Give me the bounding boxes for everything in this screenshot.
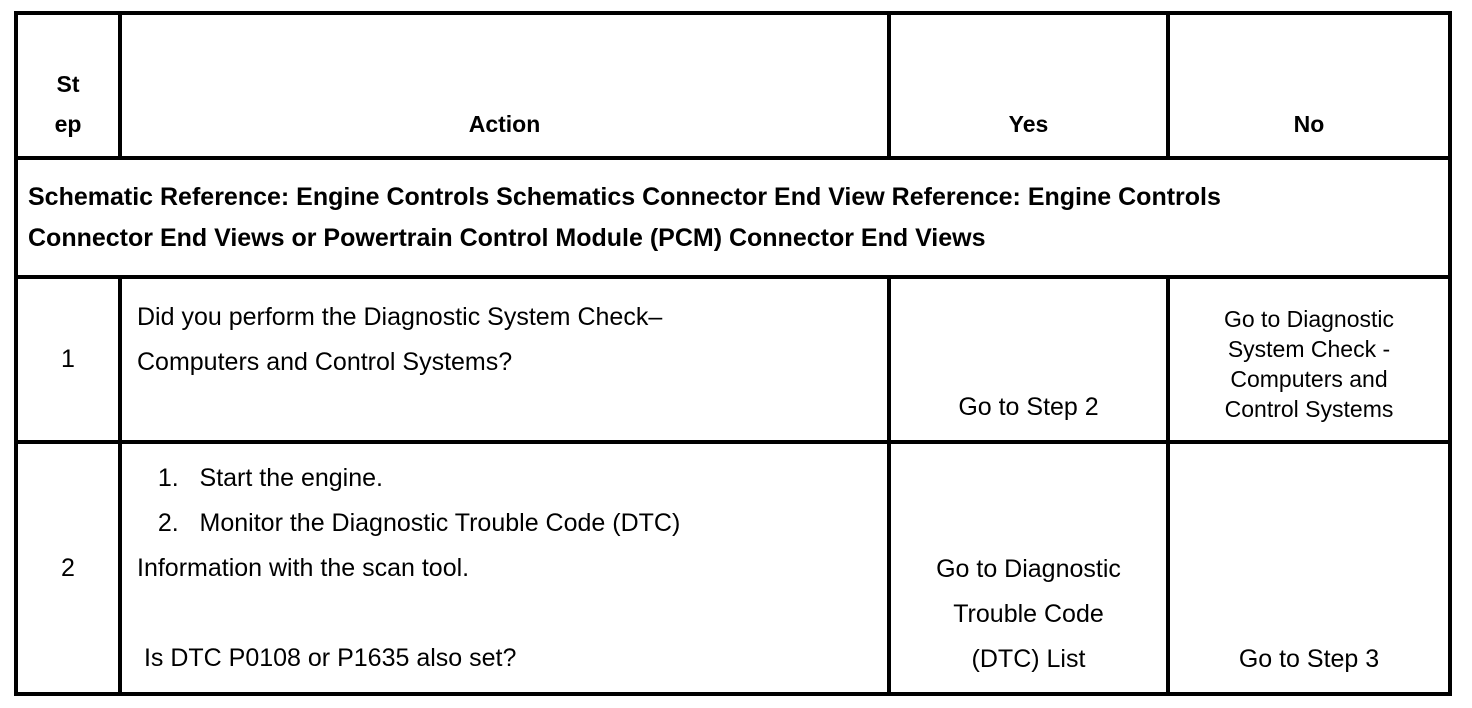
header-row: St ep Action Yes No: [14, 11, 1452, 160]
col-header-yes: Yes: [887, 11, 1170, 160]
col-header-step: St ep: [14, 11, 122, 160]
col-header-no: No: [1166, 11, 1452, 160]
yes-cell: Go to Step 2: [887, 275, 1170, 444]
schematic-reference-note: Schematic Reference: Engine Controls Sch…: [14, 156, 1452, 279]
no-cell: Go to Step 3: [1166, 440, 1452, 696]
no-cell: Go to Diagnostic System Check - Computer…: [1166, 275, 1452, 444]
step-number: 2: [14, 440, 122, 696]
table-row: 2 1. Start the engine. 2. Monitor the Di…: [14, 440, 1452, 696]
yes-cell: Go to Diagnostic Trouble Code (DTC) List: [887, 440, 1170, 696]
col-header-action: Action: [118, 11, 891, 160]
action-cell: Did you perform the Diagnostic System Ch…: [118, 275, 891, 444]
table-row: 1 Did you perform the Diagnostic System …: [14, 275, 1452, 444]
step-number: 1: [14, 275, 122, 444]
schematic-reference-row: Schematic Reference: Engine Controls Sch…: [14, 156, 1452, 279]
diagnostic-table: St ep Action Yes No Schematic Reference:…: [14, 11, 1452, 696]
action-cell: 1. Start the engine. 2. Monitor the Diag…: [118, 440, 891, 696]
